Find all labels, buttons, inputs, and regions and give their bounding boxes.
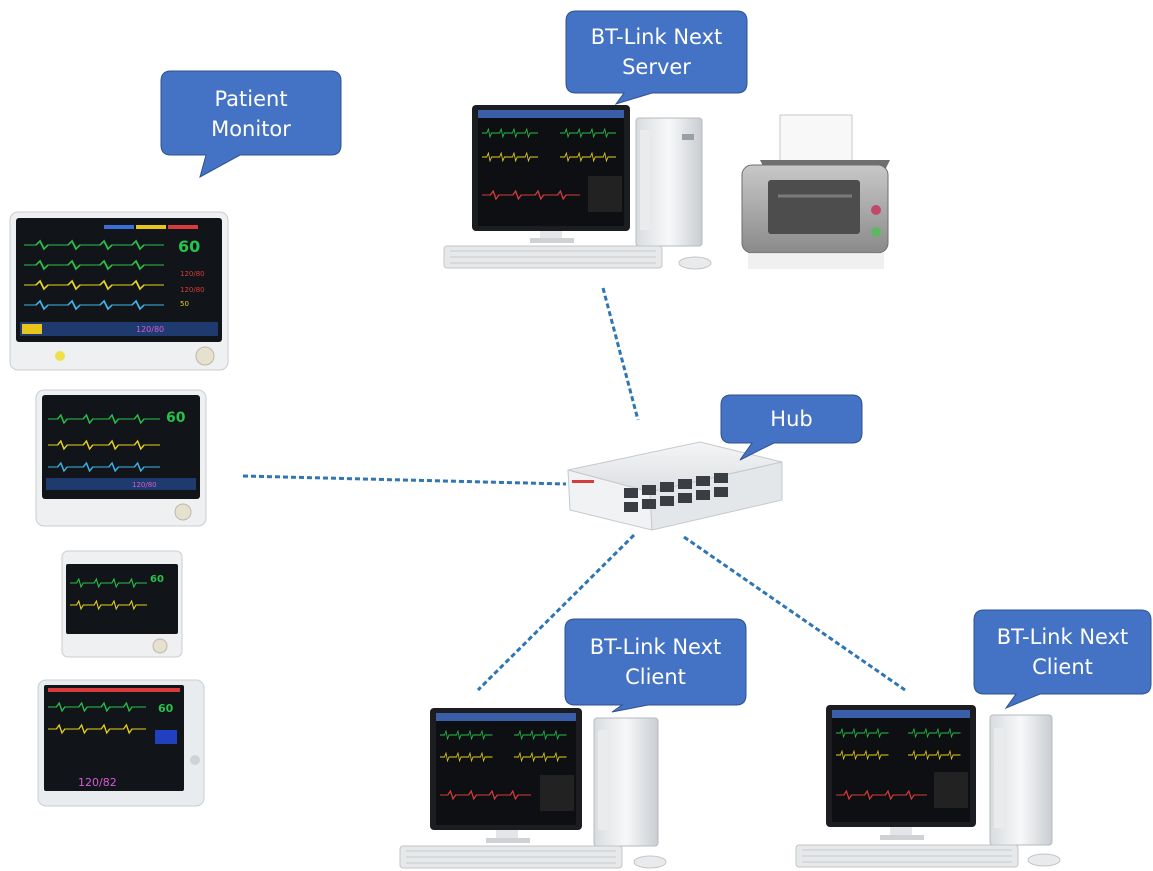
patient-monitor-3: 60 bbox=[61, 550, 183, 658]
monitor-2-bp: 120/80 bbox=[132, 481, 157, 489]
server-line1: BT-Link Next bbox=[590, 25, 723, 49]
patient-monitor-4: 60 120/82 bbox=[37, 679, 205, 807]
callout-hub-label: Hub bbox=[721, 404, 862, 434]
callout-patient-monitor bbox=[160, 70, 342, 179]
callout-client-left bbox=[564, 618, 747, 713]
callout-patient-monitor-label: Patient Monitor bbox=[161, 84, 341, 144]
callout-server bbox=[565, 10, 748, 105]
server-pc bbox=[443, 105, 712, 270]
link-monitors-hub bbox=[242, 474, 567, 486]
client-right-line1: BT-Link Next bbox=[996, 625, 1129, 649]
client-pc-left bbox=[399, 708, 667, 869]
patient-monitor-1: 60 120/80 120/80 50 120/80 bbox=[9, 211, 229, 371]
patient-monitor-2: 60 120/80 bbox=[35, 389, 207, 527]
svg-text:120/80: 120/80 bbox=[180, 270, 205, 278]
client-pc-right bbox=[795, 705, 1061, 868]
server-line2: Server bbox=[622, 55, 691, 79]
link-hub-client-right bbox=[683, 535, 906, 692]
svg-text:50: 50 bbox=[180, 300, 189, 308]
monitor-4-hr: 60 bbox=[158, 702, 174, 715]
hub-line1: Hub bbox=[770, 407, 813, 431]
callout-hub bbox=[720, 394, 863, 461]
patient-monitor-line2: Monitor bbox=[211, 117, 291, 141]
client-left-line1: BT-Link Next bbox=[589, 635, 722, 659]
hub-device bbox=[567, 441, 783, 531]
monitor-2-hr: 60 bbox=[166, 410, 186, 426]
callout-client-right-label: BT-Link Next Client bbox=[974, 622, 1151, 682]
monitor-1-bp: 120/80 bbox=[136, 325, 164, 334]
link-hub-client-left bbox=[476, 533, 636, 692]
monitor-3-hr: 60 bbox=[150, 574, 164, 585]
svg-text:120/80: 120/80 bbox=[180, 286, 205, 294]
link-server-hub bbox=[601, 287, 640, 421]
client-right-line2: Client bbox=[1032, 655, 1093, 679]
callout-server-label: BT-Link Next Server bbox=[566, 22, 747, 82]
network-links bbox=[242, 287, 906, 692]
printer bbox=[741, 114, 890, 269]
monitor-1-hr: 60 bbox=[178, 237, 200, 256]
callout-client-left-label: BT-Link Next Client bbox=[565, 632, 746, 692]
client-left-line2: Client bbox=[625, 665, 686, 689]
patient-monitor-line1: Patient bbox=[214, 87, 288, 111]
monitor-4-bp: 120/82 bbox=[78, 776, 117, 789]
callout-client-right bbox=[973, 609, 1152, 710]
